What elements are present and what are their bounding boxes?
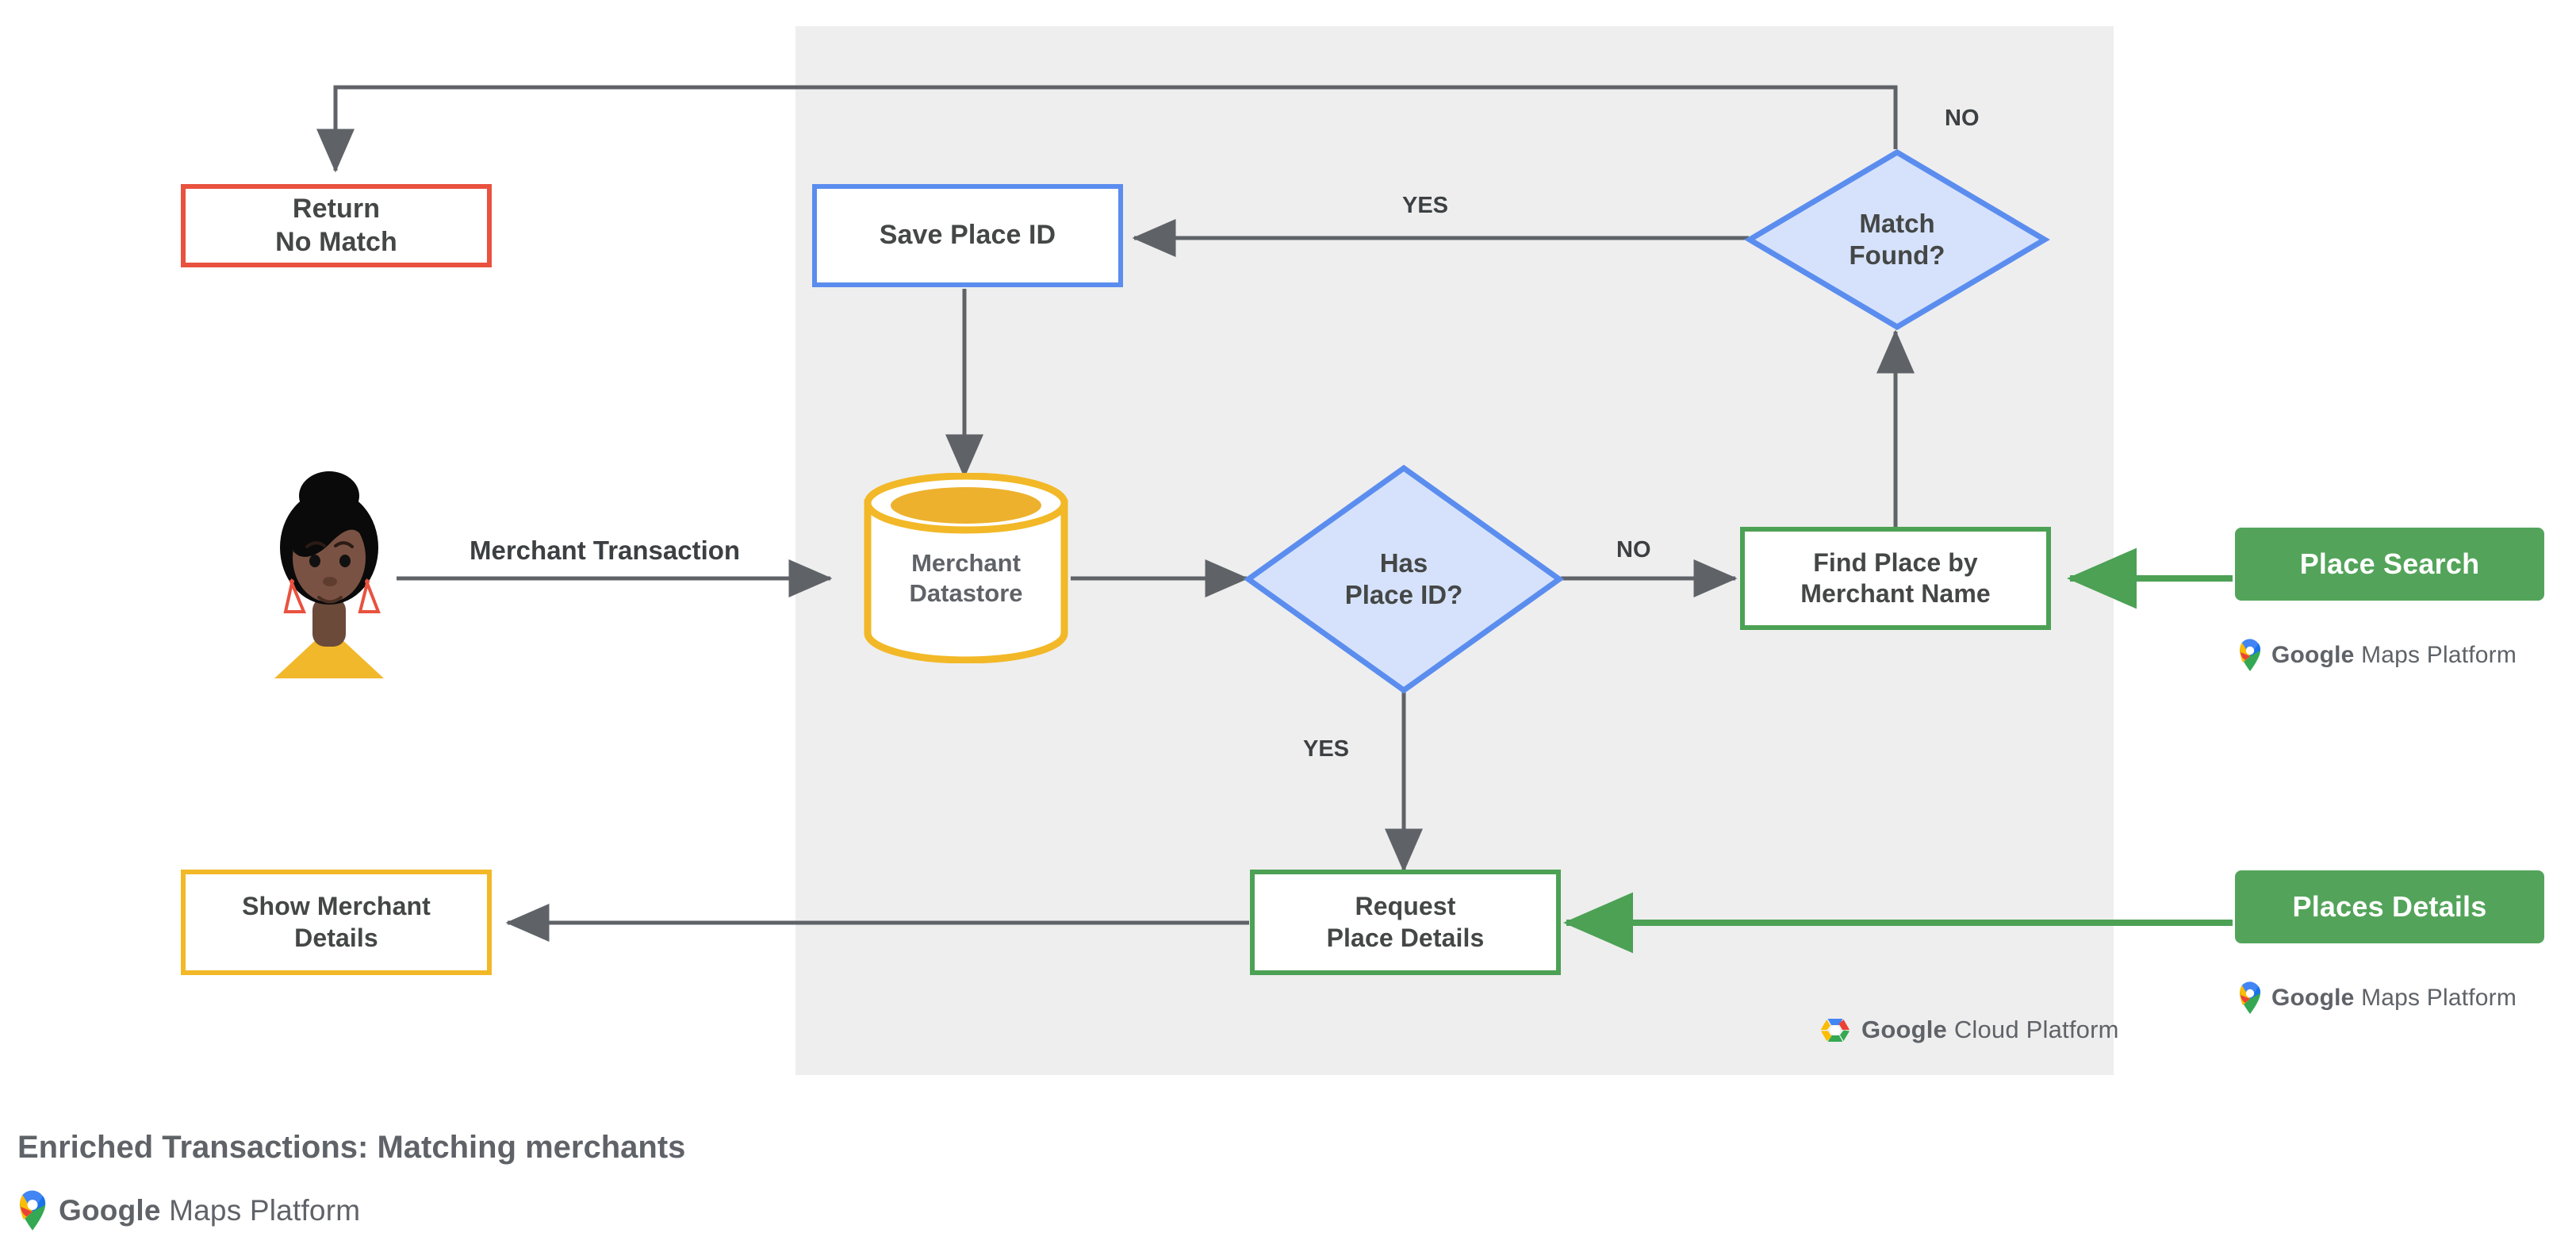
place-search-label: Place Search (2299, 547, 2480, 580)
show-merchant-line-1: Show Merchant (242, 892, 431, 921)
node-has-place-id[interactable]: Has Place ID? (1243, 464, 1565, 694)
maps-logo-google: Google (2271, 985, 2355, 1011)
return-no-match-line-2: No Match (275, 226, 397, 257)
google-maps-pin-icon (2240, 639, 2261, 671)
node-find-place-by-merchant-name[interactable]: Find Place by Merchant Name (1740, 527, 2051, 630)
find-place-line-1: Find Place by (1813, 547, 1978, 577)
node-request-place-details[interactable]: Request Place Details (1250, 870, 1561, 975)
maps-logo-rest: Maps Platform (2361, 985, 2517, 1011)
maps-logo-google: Google (2271, 642, 2355, 668)
footer-logo-rest: Maps Platform (169, 1194, 361, 1227)
node-show-merchant-details[interactable]: Show Merchant Details (181, 870, 492, 975)
diagram-caption: Enriched Transactions: Matching merchant… (17, 1130, 686, 1165)
google-cloud-hexagon-icon (1820, 1018, 1850, 1042)
node-merchant-datastore[interactable]: Merchant Datastore (861, 473, 1071, 663)
save-place-id-label: Save Place ID (879, 220, 1056, 251)
find-place-line-2: Merchant Name (1800, 579, 1991, 608)
places-details-maps-logo: Google Maps Platform (2238, 981, 2517, 1015)
place-search-maps-logo: Google Maps Platform (2238, 639, 2517, 672)
return-no-match-line-1: Return (292, 194, 381, 225)
chip-place-search[interactable]: Place Search (2235, 528, 2544, 601)
cloud-logo-google: Google (1861, 1016, 1947, 1043)
node-save-place-id[interactable]: Save Place ID (812, 184, 1123, 287)
request-place-line-1: Request (1355, 892, 1456, 921)
edge-label-yes-top: YES (1402, 193, 1449, 218)
footer-logo-google: Google (59, 1194, 161, 1227)
edge-label-no-middle: NO (1616, 537, 1651, 563)
edge-label-no-top: NO (1945, 106, 1980, 131)
google-maps-pin-icon (2240, 981, 2261, 1014)
chip-places-details[interactable]: Places Details (2235, 870, 2544, 943)
google-maps-pin-icon (19, 1190, 46, 1231)
cloud-logo-rest: Cloud Platform (1953, 1016, 2119, 1043)
node-return-no-match[interactable]: Return No Match (181, 184, 492, 267)
maps-logo-rest: Maps Platform (2361, 642, 2517, 668)
edge-label-merchant-transaction: Merchant Transaction (470, 536, 741, 565)
footer-maps-wordmark: Google Maps Platform (59, 1194, 360, 1227)
show-merchant-line-2: Details (294, 923, 378, 952)
google-cloud-wordmark: Google Cloud Platform (1861, 1016, 2119, 1044)
places-details-label: Places Details (2292, 890, 2487, 923)
google-cloud-platform-logo: Google Cloud Platform (1820, 1016, 2119, 1044)
user-avatar-icon (262, 464, 397, 678)
request-place-line-2: Place Details (1326, 923, 1485, 952)
maps-platform-wordmark: Google Maps Platform (2271, 985, 2517, 1012)
edge-label-yes-bottom: YES (1303, 736, 1350, 762)
footer-maps-platform-logo: Google Maps Platform (17, 1190, 360, 1231)
node-match-found[interactable]: Match Found? (1744, 148, 2050, 331)
maps-platform-wordmark: Google Maps Platform (2271, 642, 2517, 669)
